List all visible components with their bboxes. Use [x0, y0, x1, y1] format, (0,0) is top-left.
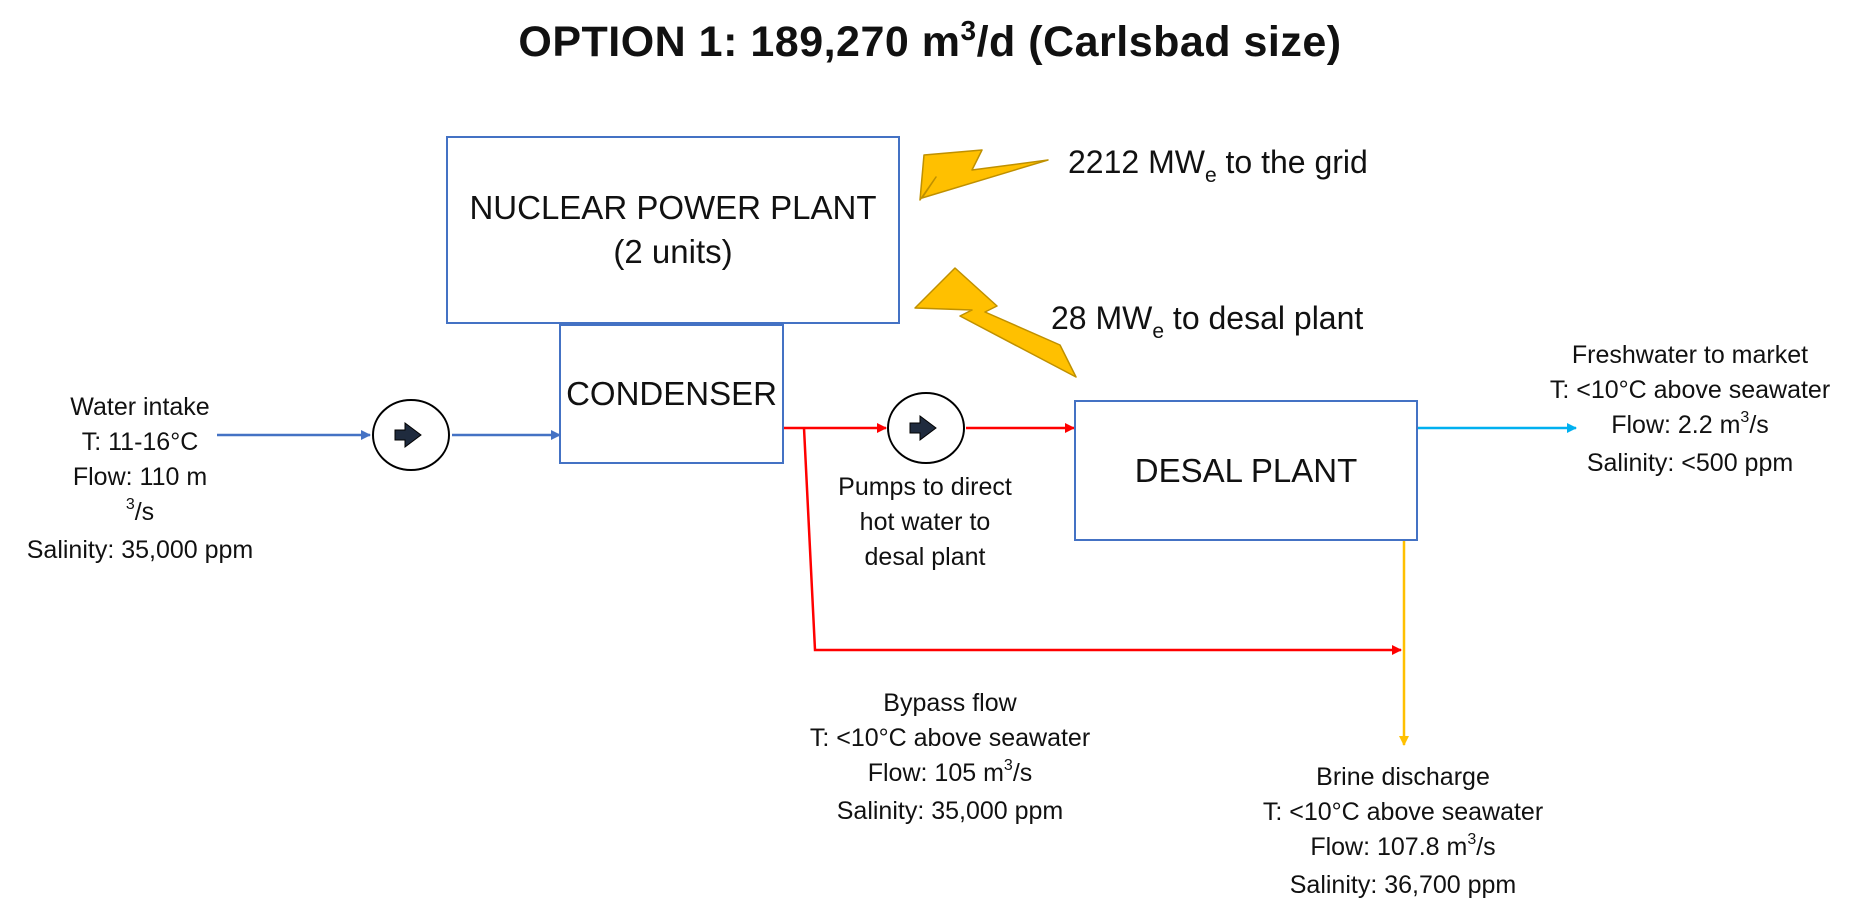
diagram-title: OPTION 1: 189,270 m3/d (Carlsbad size) [518, 15, 1342, 66]
condenser-box: CONDENSER [559, 324, 784, 464]
brine-title: Brine discharge [1316, 763, 1490, 791]
freshwater-title: Freshwater to market [1571, 341, 1809, 369]
condenser-label: CONDENSER [566, 375, 777, 412]
bypass-flow-info: Bypass flow T: <10°C above seawater Flow… [790, 686, 1110, 829]
desal-plant-box: DESAL PLANT [1074, 400, 1418, 541]
water-intake-temperature: T: 11-16°C [81, 428, 199, 456]
pumps-label: Pumps to direct hot water to desal plant [838, 473, 1012, 571]
bypass-temperature: T: <10°C above seawater [809, 724, 1091, 752]
bypass-flow: Flow: 105 m3/s [867, 757, 1033, 787]
bypass-line [802, 427, 1402, 655]
brine-flow: Flow: 107.8 m3/s [1310, 831, 1496, 861]
freshwater-info: Freshwater to market T: <10°C above seaw… [1520, 338, 1860, 481]
intake-pump-icon [372, 399, 450, 471]
nuclear-plant-units: (2 units) [613, 233, 733, 270]
bypass-title: Bypass flow [883, 689, 1017, 717]
brine-discharge-info: Brine discharge T: <10°C above seawater … [1243, 760, 1563, 903]
freshwater-temperature: T: <10°C above seawater [1549, 376, 1831, 404]
freshwater-salinity: Salinity: <500 ppm [1586, 449, 1794, 477]
water-intake-title: Water intake [70, 393, 210, 421]
grid-lightning-bolt-icon [919, 149, 1049, 201]
bypass-salinity: Salinity: 35,000 ppm [836, 797, 1064, 825]
freshwater-flow: Flow: 2.2 m3/s [1611, 409, 1769, 439]
grid-power-label: 2212 MWe to the grid [1068, 144, 1368, 187]
desal-plant-label: DESAL PLANT [1134, 451, 1358, 489]
nuclear-power-plant-box: NUCLEAR POWER PLANT (2 units) [446, 136, 900, 324]
hot-water-pump-icon [887, 392, 965, 464]
nuclear-plant-name: NUCLEAR POWER PLANT [469, 189, 877, 226]
desal-power-label: 28 MWe to desal plant [1051, 300, 1364, 343]
brine-temperature: T: <10°C above seawater [1262, 798, 1544, 826]
desal-lightning-bolt-icon [914, 267, 1077, 378]
brine-salinity: Salinity: 36,700 ppm [1289, 871, 1517, 899]
water-intake-salinity: Salinity: 35,000 ppm [26, 536, 254, 564]
